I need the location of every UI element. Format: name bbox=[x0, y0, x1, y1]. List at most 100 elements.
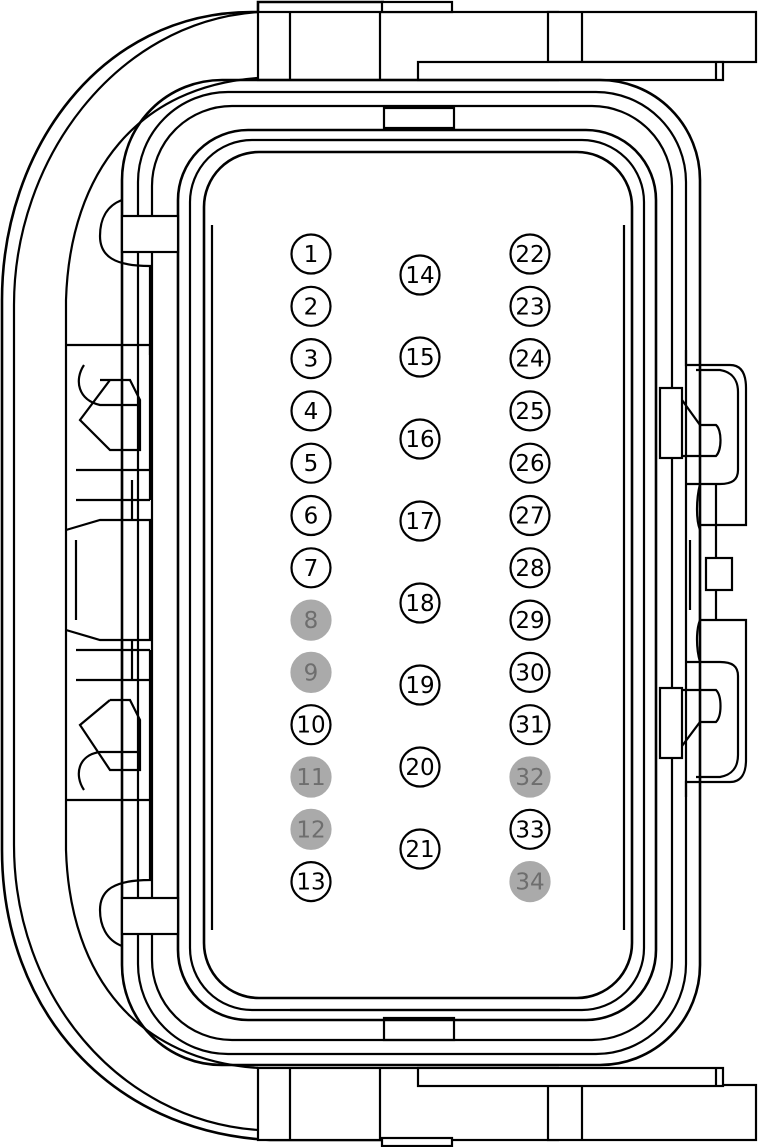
pin-label: 13 bbox=[296, 870, 325, 896]
pin-circle-unused bbox=[509, 860, 551, 903]
pin-1: 1 bbox=[290, 233, 332, 275]
pin-label: 18 bbox=[405, 591, 434, 617]
pin-face bbox=[202, 150, 634, 1000]
pin-label: 12 bbox=[296, 817, 325, 843]
pin-8: 8 bbox=[290, 599, 332, 641]
pin-9: 9 bbox=[290, 651, 332, 694]
pin-label: 34 bbox=[515, 870, 544, 896]
pin-label: 9 bbox=[304, 660, 319, 686]
pin-6: 6 bbox=[290, 494, 332, 537]
pin-label: 10 bbox=[296, 713, 325, 739]
pin-label: 26 bbox=[515, 451, 544, 477]
pin-label: 6 bbox=[304, 504, 319, 530]
pin-label: 32 bbox=[515, 765, 544, 791]
pin-circle-unused bbox=[290, 756, 332, 798]
pin-21: 21 bbox=[399, 828, 441, 870]
left-latch-upper bbox=[66, 198, 180, 520]
pin-label: 7 bbox=[304, 556, 319, 582]
bottom-latch bbox=[256, 1016, 758, 1147]
top-latch bbox=[256, 0, 758, 130]
right-latch-lower bbox=[658, 590, 748, 797]
pin-circle bbox=[290, 233, 332, 275]
pin-34: 34 bbox=[509, 860, 551, 903]
pin-label: 4 bbox=[304, 399, 319, 425]
pin-5: 5 bbox=[290, 442, 332, 484]
pin-28: 28 bbox=[509, 547, 551, 589]
pin-label: 25 bbox=[515, 399, 544, 425]
pin-label: 16 bbox=[405, 427, 434, 453]
pin-25: 25 bbox=[509, 390, 551, 432]
pin-circle-unused bbox=[290, 599, 332, 641]
left-latch-lower bbox=[66, 640, 180, 948]
pin-label: 19 bbox=[405, 673, 434, 699]
pin-circle bbox=[399, 582, 441, 624]
pin-circle bbox=[509, 599, 551, 641]
pin-circle bbox=[509, 285, 551, 327]
pin-label: 31 bbox=[515, 713, 544, 739]
pin-label: 5 bbox=[304, 451, 319, 477]
pin-circle bbox=[290, 704, 332, 746]
pin-circle bbox=[509, 808, 551, 850]
pin-14: 14 bbox=[399, 254, 441, 296]
pin-13: 13 bbox=[290, 860, 332, 903]
pin-label: 15 bbox=[405, 345, 434, 371]
pin-circle bbox=[399, 828, 441, 870]
body-outline-3 bbox=[150, 104, 674, 1042]
pin-12: 12 bbox=[290, 808, 332, 850]
pin-circle bbox=[509, 233, 551, 275]
pin-label: 3 bbox=[304, 347, 319, 373]
body-outline-4 bbox=[176, 128, 658, 1022]
pin-label: 23 bbox=[515, 294, 544, 320]
pin-label: 22 bbox=[515, 242, 544, 268]
pin-4: 4 bbox=[290, 390, 332, 432]
pin-label: 8 bbox=[304, 608, 319, 634]
pin-27: 27 bbox=[509, 494, 551, 537]
pin-label: 1 bbox=[304, 242, 319, 268]
pin-18: 18 bbox=[399, 582, 441, 624]
housing-outer-arc-inner-line bbox=[12, 10, 259, 1132]
pin-label: 27 bbox=[515, 504, 544, 530]
pin-circle bbox=[399, 500, 441, 542]
pin-circle-unused bbox=[290, 651, 332, 694]
pin-24: 24 bbox=[509, 338, 551, 380]
housing-second-arc bbox=[64, 76, 259, 1070]
right-latch-upper bbox=[658, 350, 748, 620]
pin-7: 7 bbox=[290, 547, 332, 589]
pin-circle bbox=[509, 442, 551, 484]
pin-3: 3 bbox=[290, 338, 332, 380]
pin-label: 33 bbox=[515, 817, 544, 843]
pin-circle bbox=[290, 285, 332, 327]
pin-33: 33 bbox=[509, 808, 551, 850]
pin-22: 22 bbox=[509, 233, 551, 275]
pin-circle bbox=[290, 338, 332, 380]
pin-23: 23 bbox=[509, 285, 551, 327]
pin-label: 30 bbox=[515, 660, 544, 686]
pin-30: 30 bbox=[509, 651, 551, 694]
pin-label: 20 bbox=[405, 755, 434, 781]
pin-label: 29 bbox=[515, 608, 544, 634]
body-outline-1 bbox=[120, 78, 702, 1067]
pin-circle bbox=[509, 704, 551, 746]
pin-15: 15 bbox=[399, 336, 441, 378]
pin-circle bbox=[290, 860, 332, 903]
pin-circle bbox=[509, 651, 551, 694]
pin-circle bbox=[509, 494, 551, 537]
pin-label: 28 bbox=[515, 556, 544, 582]
pin-circle-unused bbox=[290, 808, 332, 850]
pin-10: 10 bbox=[290, 704, 332, 746]
housing-outer-arc bbox=[0, 0, 384, 1142]
pin-circle bbox=[399, 664, 441, 706]
pin-20: 20 bbox=[399, 746, 441, 788]
left-latch-middle bbox=[65, 518, 152, 642]
pin-17: 17 bbox=[399, 500, 441, 542]
pin-31: 31 bbox=[509, 704, 551, 746]
pin-32: 32 bbox=[509, 756, 551, 798]
pin-circle bbox=[399, 746, 441, 788]
pin-11: 11 bbox=[290, 756, 332, 798]
pin-label: 24 bbox=[515, 347, 544, 373]
pin-29: 29 bbox=[509, 599, 551, 641]
pin-label: 21 bbox=[405, 837, 434, 863]
pin-label: 11 bbox=[296, 765, 325, 791]
right-latch-middle bbox=[688, 540, 734, 610]
